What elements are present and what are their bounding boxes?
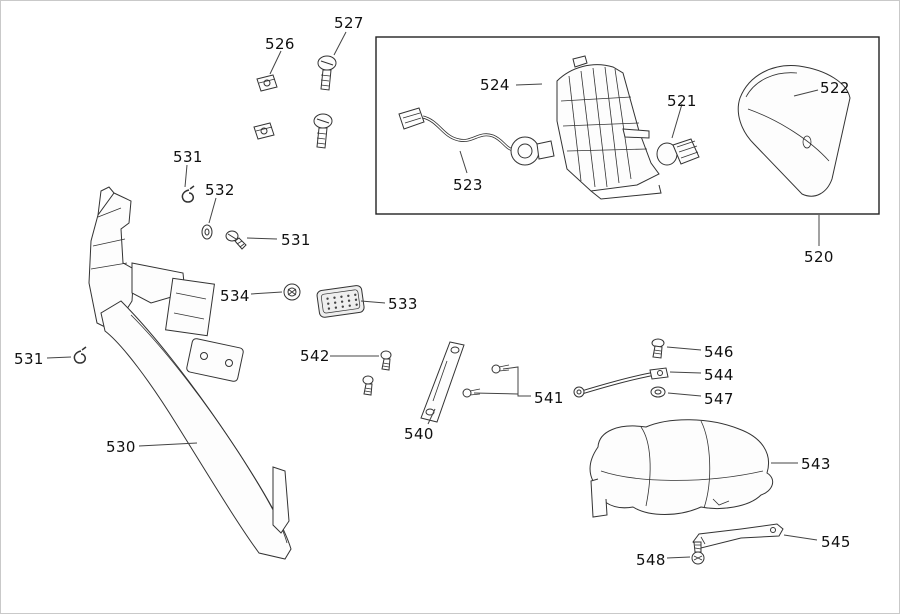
leader-lines: [46, 31, 820, 559]
wire-harness-523-drawing: [398, 107, 555, 166]
part-label-541: 541: [534, 389, 564, 407]
part-label-521: 521: [667, 92, 697, 110]
bolt-546-drawing: [651, 338, 665, 359]
part-label-542: 542: [300, 347, 330, 365]
washer-532-drawing: [201, 224, 213, 240]
part-label-524: 524: [480, 76, 510, 94]
screw-531-mid-drawing: [225, 230, 247, 250]
part-label-530: 530: [106, 438, 136, 456]
part-label-543: 543: [801, 455, 831, 473]
mud-flap-543-drawing: [589, 419, 774, 518]
part-label-546: 546: [704, 343, 734, 361]
bracket-540-drawing: [420, 341, 465, 423]
clip-526-drawing: [253, 74, 278, 140]
inset-box-520: [375, 36, 880, 215]
part-label-522: 522: [820, 79, 850, 97]
part-label-534: 534: [220, 287, 250, 305]
rear-fender-530-drawing: [88, 186, 292, 560]
stay-rod-544-drawing: [573, 367, 669, 398]
clip-531-left-drawing: [73, 346, 87, 364]
nut-547-drawing: [650, 386, 666, 398]
bracket-545-drawing: [692, 523, 784, 549]
part-label-520: 520: [804, 248, 834, 266]
part-label-531-mid: 531: [281, 231, 311, 249]
screw-527-drawing: [313, 55, 337, 149]
part-label-545: 545: [821, 533, 851, 551]
part-label-526: 526: [265, 35, 295, 53]
part-label-547: 547: [704, 390, 734, 408]
part-label-523: 523: [453, 176, 483, 194]
part-label-527: 527: [334, 14, 364, 32]
lens-cover-522-drawing: [737, 65, 851, 197]
part-label-544: 544: [704, 366, 734, 384]
taillight-body-524-drawing: [556, 55, 662, 200]
part-label-548: 548: [636, 551, 666, 569]
screws-542-drawing: [362, 350, 392, 396]
screw-534-drawing: [283, 283, 301, 301]
bulb-521-drawing: [656, 138, 700, 166]
screw-548-drawing: [691, 541, 705, 565]
part-label-540: 540: [404, 425, 434, 443]
part-label-533: 533: [388, 295, 418, 313]
pad-533-drawing: [316, 285, 365, 318]
part-label-532: 532: [205, 181, 235, 199]
screws-541-drawing: [462, 364, 510, 398]
part-label-531-left: 531: [14, 350, 44, 368]
part-label-531-top: 531: [173, 148, 203, 166]
clip-531-top-drawing: [181, 185, 195, 203]
